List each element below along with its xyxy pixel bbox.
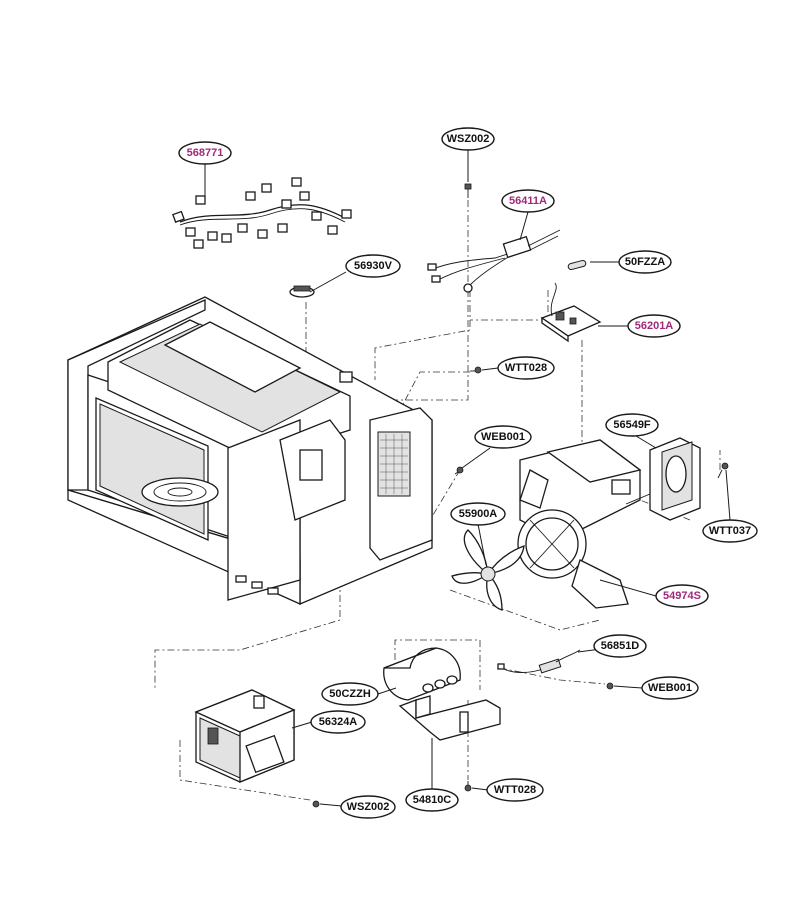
callout-56930v: 56930V <box>345 254 401 278</box>
callout-label: 56324A <box>319 716 358 728</box>
callout-label: 50FZZA <box>625 256 665 268</box>
callout-label: 54974S <box>663 590 701 602</box>
callout-55900a: 55900A <box>450 502 506 526</box>
screw-web001-low <box>606 682 614 690</box>
callout-label: WSZ002 <box>447 133 490 145</box>
screw-wsz002-top <box>464 183 472 198</box>
harness-connectors <box>172 177 352 249</box>
callout-wsz002-top: WSZ002 <box>441 127 495 151</box>
callout-56851d: 56851D <box>593 634 647 658</box>
callout-50fzza: 50FZZA <box>618 250 672 274</box>
wire-harness <box>172 177 352 249</box>
callout-label: 54810C <box>413 794 452 806</box>
screw-wtt028-top <box>470 366 482 374</box>
screw-web001-mid <box>454 466 464 475</box>
hv-capacitor <box>383 647 461 701</box>
hv-transformer <box>194 689 296 783</box>
screw-wtt028-bottom <box>464 781 472 792</box>
callout-label: 56549F <box>613 419 651 431</box>
callout-web001-mid: WEB001 <box>474 425 532 449</box>
callout-568771: 568771 <box>178 141 232 165</box>
callout-50czzh: 50CZZH <box>321 682 379 706</box>
callout-label: 50CZZH <box>329 688 371 700</box>
callout-label: 56411A <box>509 195 547 207</box>
air-guide-duct <box>517 439 642 609</box>
callout-wtt028-top: WTT028 <box>497 356 555 380</box>
vent-grille <box>377 431 411 497</box>
callout-label: 56930V <box>354 260 393 272</box>
oven-cavity <box>67 296 433 606</box>
callout-wtt037: WTT037 <box>702 519 758 543</box>
callout-54810c: 54810C <box>405 788 459 812</box>
callout-label: 56201A <box>635 320 674 332</box>
callout-label: WEB001 <box>648 682 692 694</box>
callout-56324a: 56324A <box>310 710 366 734</box>
callout-label: WTT028 <box>505 362 547 374</box>
callout-56411a: 56411A <box>501 189 555 213</box>
hv-diode <box>497 649 581 674</box>
fuse <box>567 259 587 271</box>
callout-56549f: 56549F <box>605 413 659 437</box>
capacitor-bracket <box>398 695 501 741</box>
callout-label: 568771 <box>187 147 224 159</box>
callout-label: WEB001 <box>481 431 525 443</box>
callout-web001-low: WEB001 <box>641 676 699 700</box>
screw-wsz002-bottom <box>312 800 320 808</box>
callout-label: WSZ002 <box>347 801 390 813</box>
callout-54974s: 54974S <box>655 584 709 608</box>
callout-wsz002-bottom: WSZ002 <box>340 795 396 819</box>
power-cord-bracket <box>427 229 561 293</box>
thermostat-sensor <box>289 285 315 298</box>
callout-label: 55900A <box>459 508 498 520</box>
callout-label: WTT037 <box>709 525 751 537</box>
callout-label: 56851D <box>601 640 640 652</box>
callout-wtt028-bottom: WTT028 <box>486 778 544 802</box>
fan-motor <box>625 437 701 521</box>
cooling-fan <box>451 529 525 611</box>
callout-56201a: 56201A <box>627 314 681 338</box>
callout-label: WTT028 <box>494 784 536 796</box>
sensor-board <box>540 282 602 343</box>
screw-wtt037 <box>717 462 729 479</box>
